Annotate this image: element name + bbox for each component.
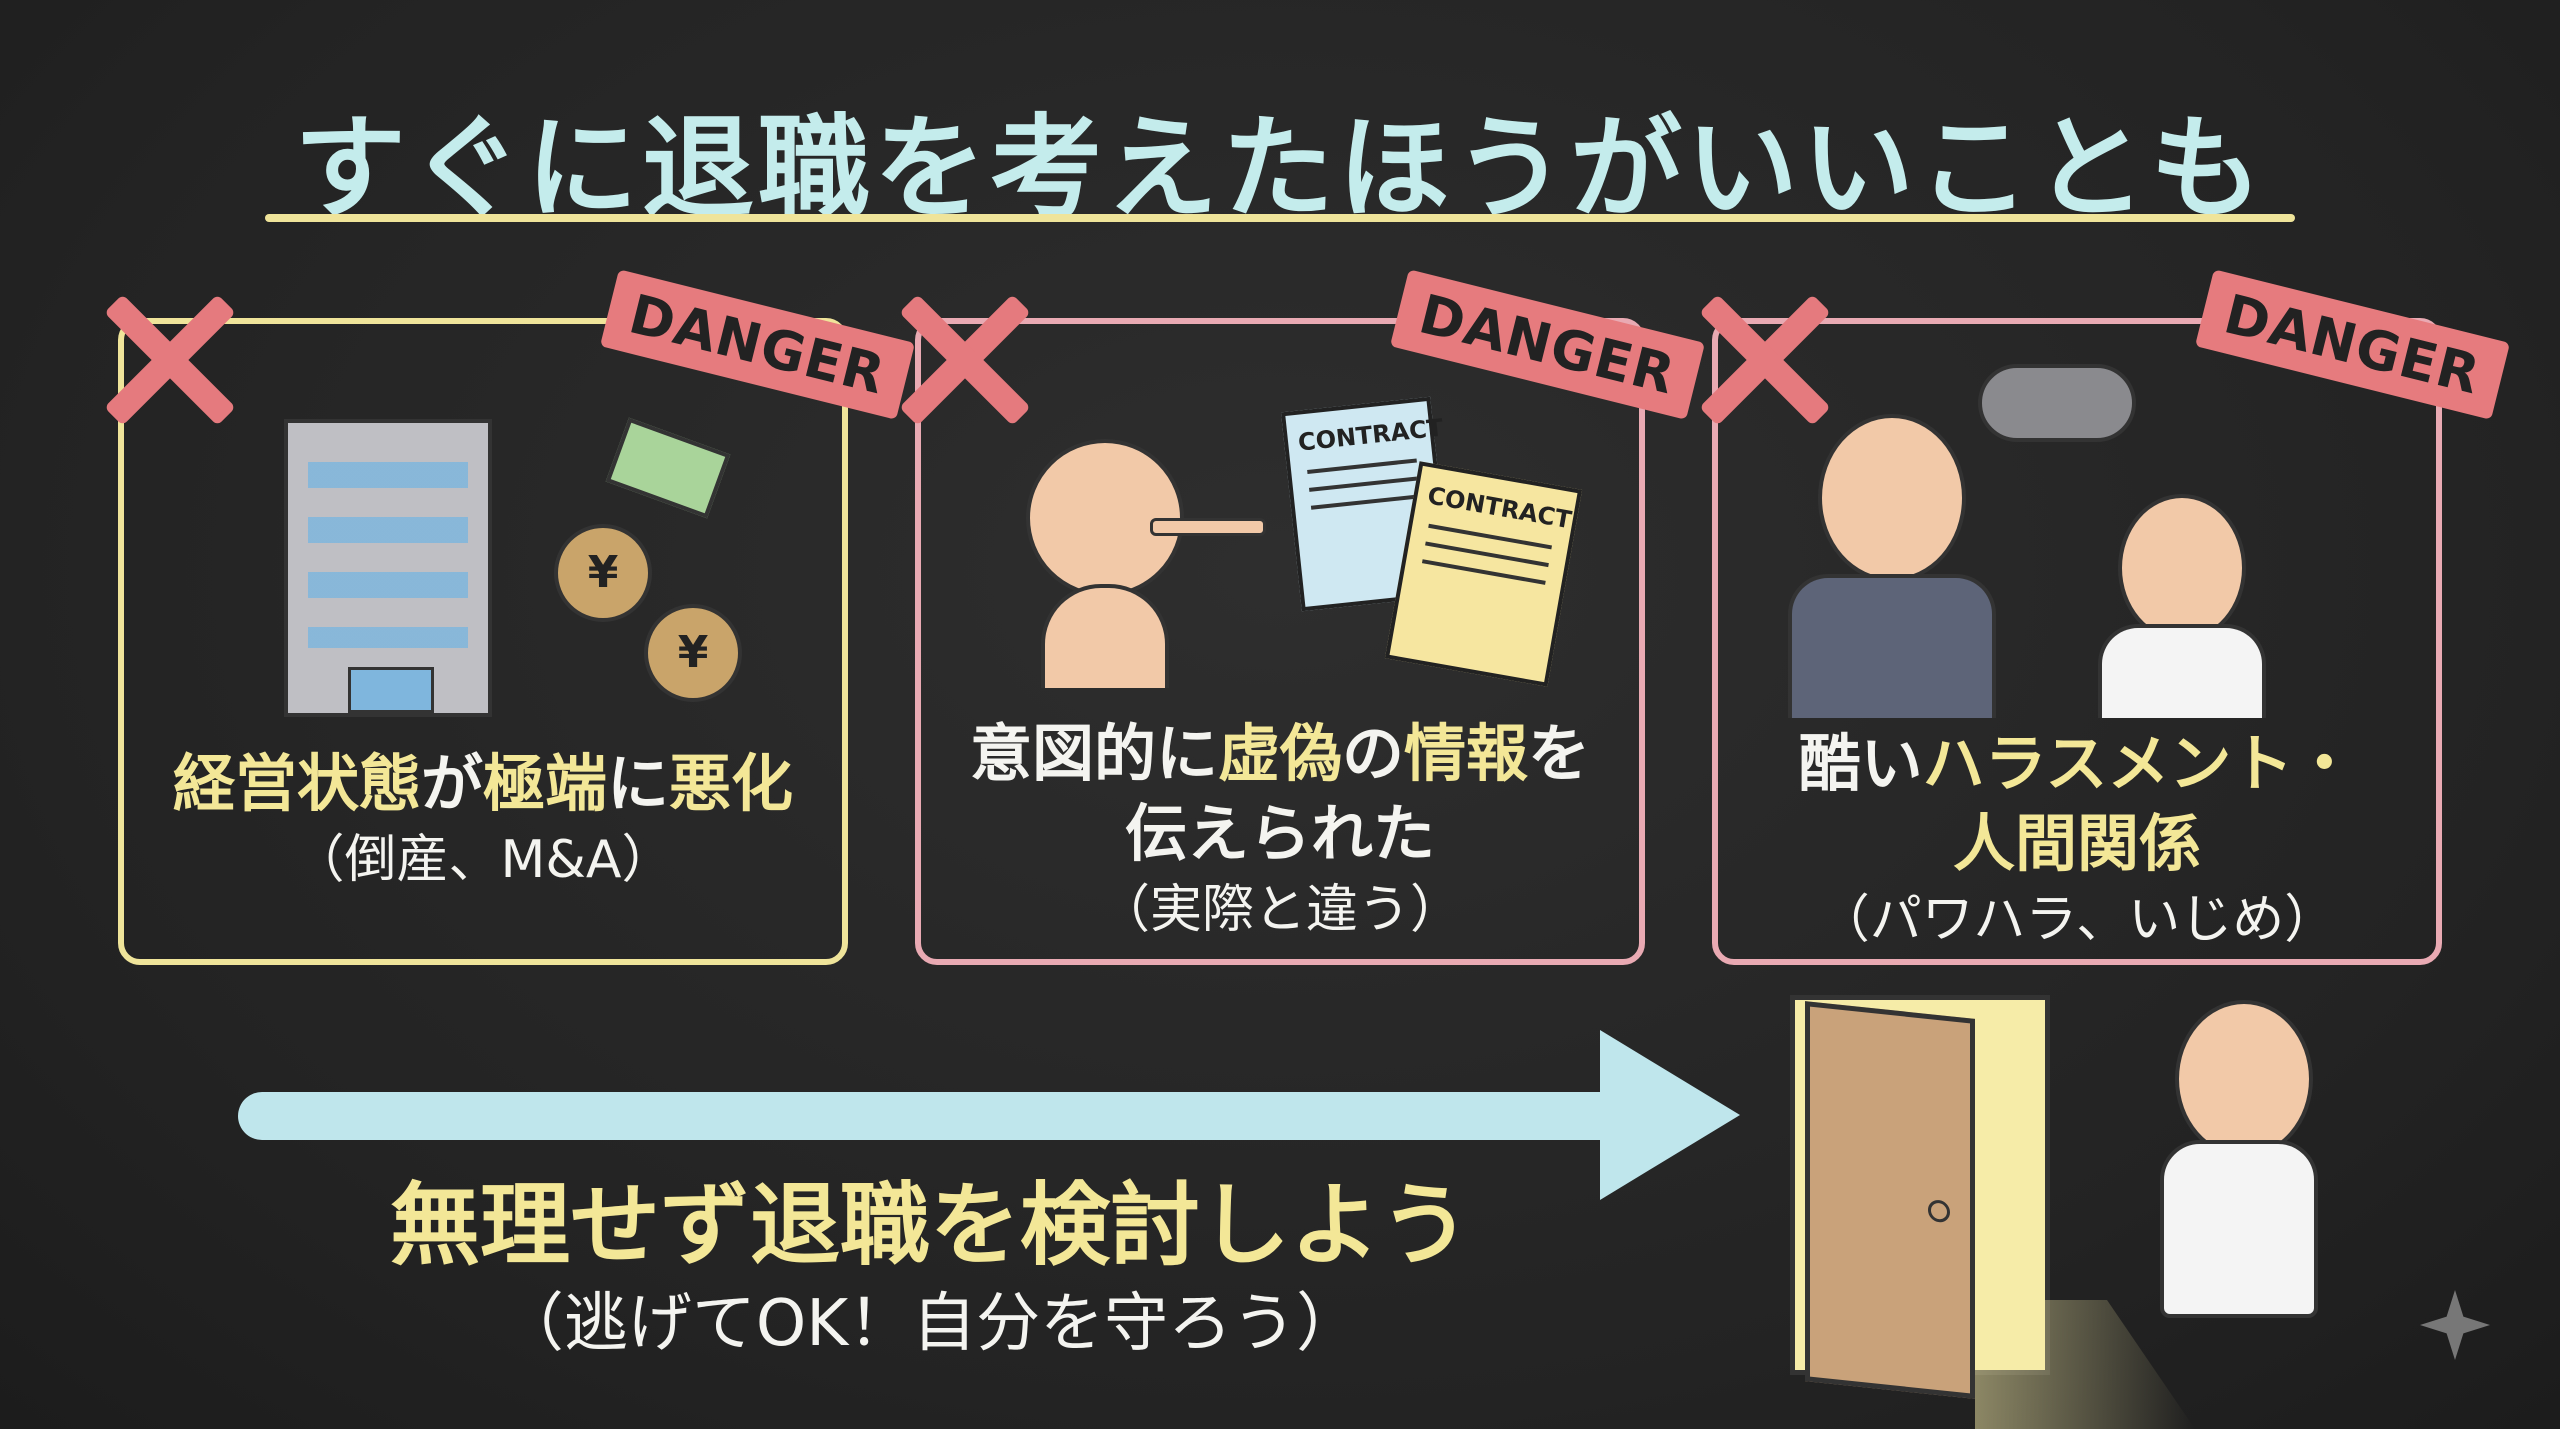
text-segment: 経営状態 [172,747,421,820]
card-note: （実際と違う） [1097,880,1462,940]
text-segment: 情報 [1404,717,1529,790]
text-segment: 人間関係 [1952,807,2201,880]
card-headline-line2: 人間関係 [1718,804,2436,884]
contract-label: CONTRACT [1425,481,1574,535]
crying-nurse-icon [2118,494,2246,642]
card-text: 意図的に虚偽の情報を 伝えられた （実際と違う） [921,714,1639,946]
contract-document-icon: CONTRACT [1384,461,1583,687]
bottom-message: 無理せず退職を検討しよう [390,1173,1470,1278]
page-title: すぐに退職を考えたほうがいいことも [294,104,2266,234]
text-segment: 極端 [482,747,607,820]
bottom-submessage: （逃げてOK！自分を守ろう） [499,1287,1361,1361]
text-segment: に [607,747,670,820]
text-segment: 伝えられた [1124,797,1435,870]
running-nurse-body-icon [2160,1140,2318,1318]
arrow-head-icon [1600,1030,1740,1200]
card-headline: 経営状態が極端に悪化 [124,744,842,824]
card-headline: 酷いハラスメント・ [1718,724,2436,804]
liar-face-icon [1026,439,1266,597]
card-harassment: 酷いハラスメント・ 人間関係 （パワハラ、いじめ） [1712,318,2442,965]
x-mark-icon [890,285,1040,435]
text-segment: 虚偽 [1217,717,1342,790]
card-note: （パワハラ、いじめ） [1817,890,2337,950]
storm-cloud-icon [1978,364,2136,442]
text-segment: が [420,747,483,820]
card-text: 経営状態が極端に悪化 （倒産、M&A） [124,744,842,896]
contract-label: CONTRACT [1296,413,1445,457]
text-segment: の [1341,717,1404,790]
nurse-uniform-icon [2098,624,2266,718]
text-segment: 酷い [1798,727,1923,800]
arrow-shaft [238,1092,1668,1140]
person-body-icon [1041,584,1169,688]
angry-boss-icon [1818,414,1966,582]
card-headline-line2: 伝えられた [921,794,1639,874]
card-text: 酷いハラスメント・ 人間関係 （パワハラ、いじめ） [1718,724,2436,956]
text-segment: を [1528,717,1591,790]
text-segment: ハラスメント・ [1922,727,2356,800]
text-segment: 意図的に [969,717,1218,790]
card-note: （倒産、M&A） [292,830,674,890]
title-underline [265,214,2295,222]
card-headline: 意図的に虚偽の情報を [921,714,1639,794]
money-bill-icon [605,417,731,519]
x-mark-icon [95,285,245,435]
money-bag-icon: ¥ [644,604,742,702]
text-segment: 悪化 [669,747,794,820]
card-false-information: CONTRACT CONTRACT 意図的に虚偽の情報を 伝えられた （実際と違… [915,318,1645,965]
card-business-decline: ¥ ¥ 経営状態が極端に悪化 （倒産、M&A） [118,318,848,965]
cracked-building-icon [284,419,492,717]
boss-suit-icon [1788,574,1996,718]
money-bag-icon: ¥ [554,524,652,622]
door-icon [1805,1001,1975,1399]
x-mark-icon [1690,285,1840,435]
happy-nurse-icon [2175,1000,2313,1158]
